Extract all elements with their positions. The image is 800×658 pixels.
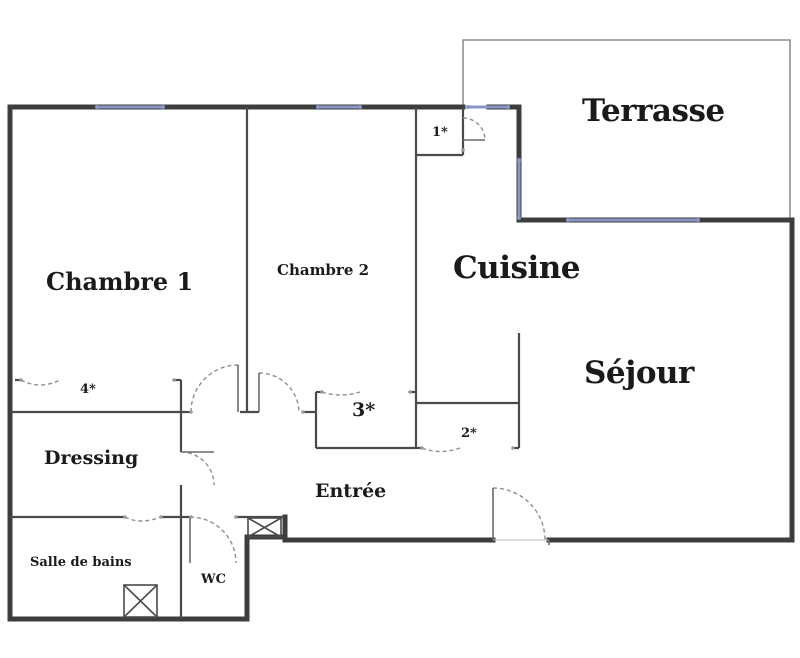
door-leaves xyxy=(181,139,550,563)
room-label-terrasse: Terrasse xyxy=(582,93,725,129)
doors xyxy=(20,117,546,564)
door-hinge-dots xyxy=(19,148,515,519)
window-end-ticks xyxy=(95,105,700,222)
windows xyxy=(97,105,698,222)
ventilation-duct-entry xyxy=(247,517,282,538)
terrace-outline xyxy=(462,39,791,218)
ventilation-duct-bathroom xyxy=(123,584,158,618)
room-label-chambre-1: Chambre 1 xyxy=(46,267,194,296)
room-label-sejour: Séjour xyxy=(584,355,694,391)
room-label-dressing: Dressing xyxy=(44,447,139,469)
room-label-cuisine: Cuisine xyxy=(453,250,580,286)
closet-label-4: 4* xyxy=(80,382,96,397)
closet-label-3: 3* xyxy=(352,399,376,421)
room-label-salle-de-bains: Salle de bains xyxy=(30,555,132,570)
room-label-chambre-2: Chambre 2 xyxy=(277,261,370,279)
closet-label-1: 1* xyxy=(432,125,448,140)
room-label-wc: WC xyxy=(201,572,226,587)
closet-label-2: 2* xyxy=(461,426,477,441)
room-label-entree: Entrée xyxy=(315,480,387,502)
interior-walls xyxy=(10,107,521,619)
